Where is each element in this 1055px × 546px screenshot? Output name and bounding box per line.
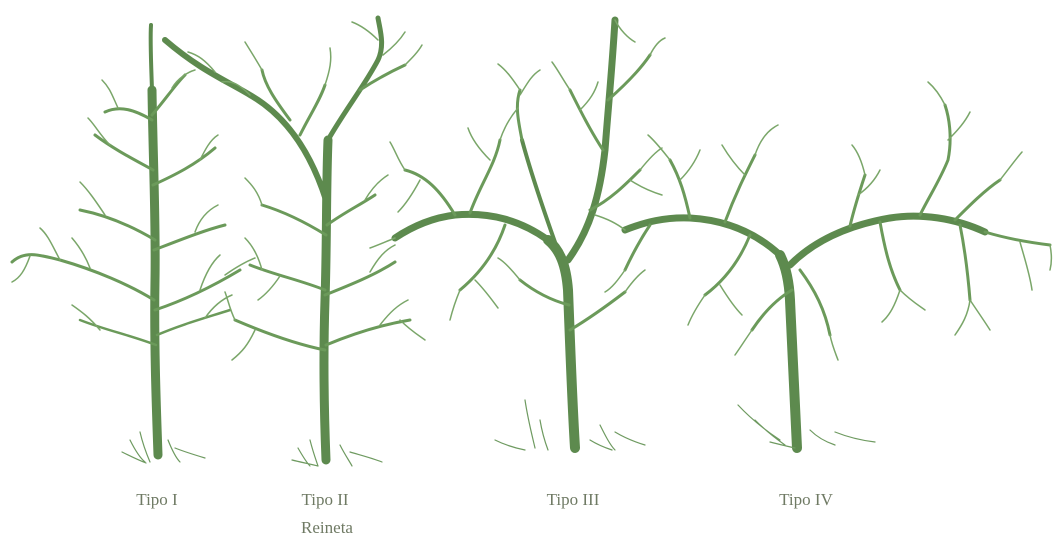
label-tipo-3: Tipo III: [547, 490, 600, 510]
sublabel-tipo-2: Reineta: [301, 518, 353, 538]
label-tipo-2: Tipo II: [301, 490, 348, 510]
tree-tipo-3: [370, 20, 665, 450]
label-tipo-1: Tipo I: [136, 490, 177, 510]
tree-tipo-4: [595, 82, 1052, 448]
tree-tipo-1: [12, 25, 255, 463]
label-tipo-4: Tipo IV: [779, 490, 833, 510]
